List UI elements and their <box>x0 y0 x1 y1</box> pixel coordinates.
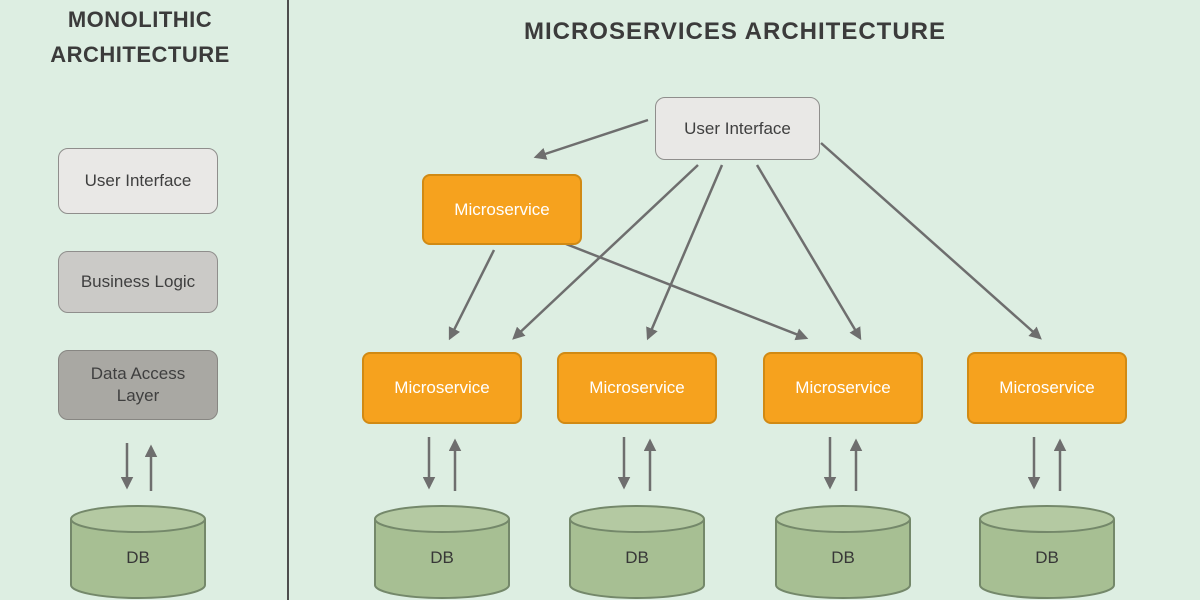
arrow-hub-to-ms3 <box>565 242 809 341</box>
microservice-label-3: Microservice <box>795 378 891 397</box>
microservice-box-4: Microservice <box>967 352 1127 424</box>
ms-db-label-3: DB <box>831 548 855 567</box>
db-cylinder-icon <box>70 505 206 599</box>
mono-db-cylinder: DB <box>68 504 208 600</box>
mono-data-access-box: Data Access Layer <box>58 350 218 420</box>
microservice-box-3: Microservice <box>763 352 923 424</box>
arrow-ui-to-ms3 <box>755 164 862 341</box>
ms-db-cylinder-4: DB <box>977 504 1117 600</box>
hub-microservice-box: Microservice <box>422 174 582 245</box>
arrow-ui-to-ms4 <box>820 142 1042 340</box>
ms-db-label-2: DB <box>625 548 649 567</box>
hub-microservice-label: Microservice <box>454 199 550 219</box>
ms-db-label-4: DB <box>1035 548 1059 567</box>
ms-db-cylinder-3: DB <box>773 504 913 600</box>
db-cylinder-icon <box>775 505 911 599</box>
arrow-ui-to-ms2 <box>646 164 724 341</box>
ms-db-label-1: DB <box>430 548 454 567</box>
ms-db-cylinder-1: DB <box>372 504 512 600</box>
microservices-title: MICROSERVICES ARCHITECTURE <box>523 18 947 45</box>
mono-user-interface-label: User Interface <box>84 171 192 190</box>
mono-db-label: DB <box>126 548 150 567</box>
monolithic-title-line2: ARCHITECTURE <box>50 42 230 67</box>
microservice-label-4: Microservice <box>999 378 1095 397</box>
mono-business-logic-label: Business Logic <box>80 272 196 291</box>
section-divider <box>287 0 289 600</box>
ms-user-interface-box: User Interface <box>655 97 820 160</box>
ms-user-interface-label: User Interface <box>684 118 791 138</box>
mono-user-interface-box: User Interface <box>58 148 218 214</box>
db-cylinder-icon <box>569 505 705 599</box>
db-cylinder-icon <box>979 505 1115 599</box>
arrow-hub-to-ms1 <box>448 249 496 341</box>
mono-data-access-label: Data Access Layer <box>90 364 186 405</box>
microservice-label-2: Microservice <box>589 378 685 397</box>
microservice-label-1: Microservice <box>394 378 490 397</box>
microservice-box-1: Microservice <box>362 352 522 424</box>
arrow-ui-to-hub <box>533 118 649 160</box>
microservice-box-2: Microservice <box>557 352 717 424</box>
monolithic-title: MONOLITHIC ARCHITECTURE <box>20 2 260 72</box>
monolithic-title-line1: MONOLITHIC <box>67 7 213 32</box>
db-cylinder-icon <box>374 505 510 599</box>
mono-business-logic-box: Business Logic <box>58 251 218 313</box>
ms-db-cylinder-2: DB <box>567 504 707 600</box>
